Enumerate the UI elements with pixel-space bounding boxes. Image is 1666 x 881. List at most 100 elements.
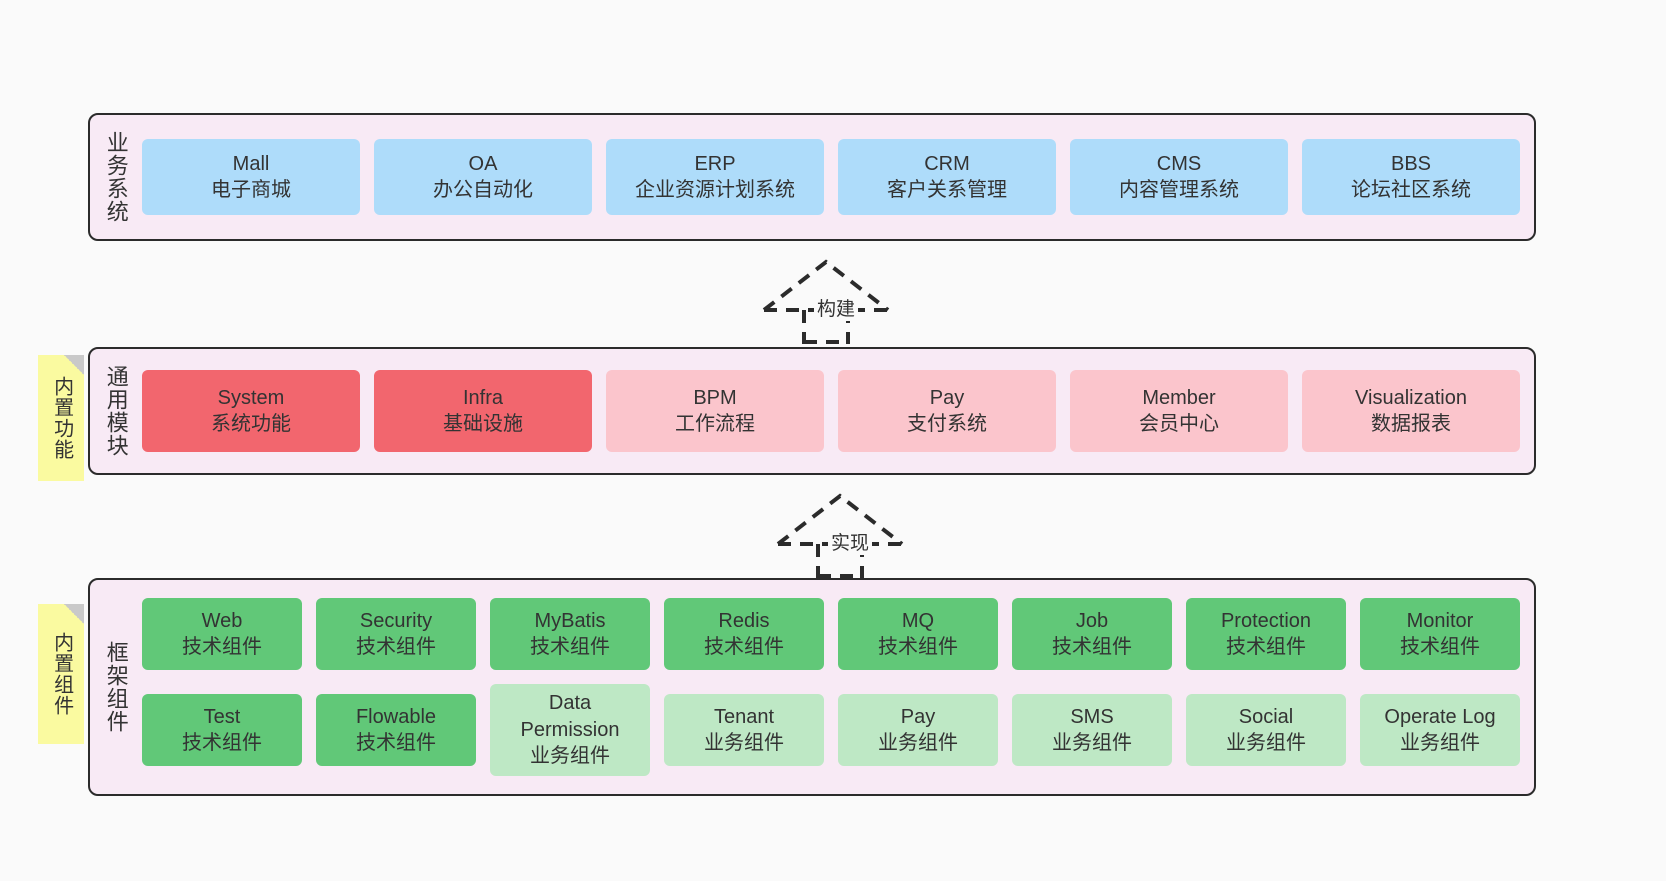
card-mybatis[interactable]: MyBatis 技术组件 xyxy=(490,598,650,670)
connector-implement: 实现 xyxy=(770,492,930,578)
card-crm[interactable]: CRM 客户关系管理 xyxy=(838,139,1056,215)
card-title: Job xyxy=(1075,609,1109,632)
card-bbs[interactable]: BBS 论坛社区系统 xyxy=(1302,139,1520,215)
card-title: CMS xyxy=(1156,152,1202,175)
card-subtitle: 业务组件 xyxy=(1052,732,1132,754)
layer-body-business: Mall 电子商城 OA 办公自动化 ERP 企业资源计划系统 CRM 客户关系… xyxy=(142,115,1534,239)
card-bpm[interactable]: BPM 工作流程 xyxy=(606,370,824,452)
note-builtin-function: 内置功能 xyxy=(38,355,84,481)
card-title: Social xyxy=(1238,705,1294,728)
card-tenant[interactable]: Tenant 业务组件 xyxy=(664,694,824,766)
card-title: Redis xyxy=(718,609,770,632)
card-social[interactable]: Social 业务组件 xyxy=(1186,694,1346,766)
card-subtitle: 技术组件 xyxy=(1226,636,1306,658)
card-data-permission[interactable]: Data Permission 业务组件 xyxy=(490,684,650,776)
card-test[interactable]: Test 技术组件 xyxy=(142,694,302,766)
card-title: SMS xyxy=(1070,705,1114,728)
card-title: Member xyxy=(1142,386,1216,409)
note-fold-corner-icon xyxy=(64,355,84,375)
card-protection[interactable]: Protection 技术组件 xyxy=(1186,598,1346,670)
card-member[interactable]: Member 会员中心 xyxy=(1070,370,1288,452)
card-subtitle: 技术组件 xyxy=(1400,636,1480,658)
card-title: OA xyxy=(468,152,498,175)
layer-body-framework: Web 技术组件 Security 技术组件 MyBatis 技术组件 Redi… xyxy=(142,580,1534,794)
framework-card-grid: Web 技术组件 Security 技术组件 MyBatis 技术组件 Redi… xyxy=(142,598,1520,776)
card-subtitle: 企业资源计划系统 xyxy=(635,179,795,201)
card-cms[interactable]: CMS 内容管理系统 xyxy=(1070,139,1288,215)
card-title: Test xyxy=(203,705,241,728)
card-title: BBS xyxy=(1390,152,1432,175)
card-sms[interactable]: SMS 业务组件 xyxy=(1012,694,1172,766)
layer-label-business: 业务系统 xyxy=(103,131,129,223)
card-subtitle: 业务组件 xyxy=(878,732,958,754)
card-oa[interactable]: OA 办公自动化 xyxy=(374,139,592,215)
card-pay-component[interactable]: Pay 业务组件 xyxy=(838,694,998,766)
card-title: Protection xyxy=(1220,609,1312,632)
connector-implement-label: 实现 xyxy=(828,528,873,555)
card-title: Flowable xyxy=(355,705,437,728)
card-subtitle: 论坛社区系统 xyxy=(1351,179,1471,201)
card-subtitle: 业务组件 xyxy=(704,732,784,754)
framework-card-row-1: Web 技术组件 Security 技术组件 MyBatis 技术组件 Redi… xyxy=(142,598,1520,670)
card-title: Security xyxy=(359,609,433,632)
note-builtin-component: 内置组件 xyxy=(38,604,84,744)
card-subtitle: 支付系统 xyxy=(907,413,987,435)
card-erp[interactable]: ERP 企业资源计划系统 xyxy=(606,139,824,215)
note-builtin-function-label: 内置功能 xyxy=(50,376,73,460)
card-subtitle: 技术组件 xyxy=(356,732,436,754)
card-job[interactable]: Job 技术组件 xyxy=(1012,598,1172,670)
card-monitor[interactable]: Monitor 技术组件 xyxy=(1360,598,1520,670)
card-title: Monitor xyxy=(1406,609,1474,632)
card-title: MyBatis xyxy=(534,609,606,632)
card-security[interactable]: Security 技术组件 xyxy=(316,598,476,670)
layer-body-modules: System 系统功能 Infra 基础设施 BPM 工作流程 Pay 支付系统… xyxy=(142,349,1534,473)
card-subtitle: 会员中心 xyxy=(1139,413,1219,435)
card-flowable[interactable]: Flowable 技术组件 xyxy=(316,694,476,766)
note-fold-corner-icon xyxy=(64,604,84,624)
card-title: Mall xyxy=(232,152,270,175)
card-web[interactable]: Web 技术组件 xyxy=(142,598,302,670)
card-subtitle: 内容管理系统 xyxy=(1119,179,1239,201)
modules-card-row: System 系统功能 Infra 基础设施 BPM 工作流程 Pay 支付系统… xyxy=(142,370,1520,452)
card-subtitle: 业务组件 xyxy=(1400,732,1480,754)
layer-label-framework: 框架组件 xyxy=(103,641,129,733)
card-subtitle: 基础设施 xyxy=(443,413,523,435)
layer-business-systems: 业务系统 Mall 电子商城 OA 办公自动化 ERP 企业资源计划系统 CRM xyxy=(88,113,1536,241)
card-operate-log[interactable]: Operate Log 业务组件 xyxy=(1360,694,1520,766)
card-title: Tenant xyxy=(713,705,775,728)
card-mq[interactable]: MQ 技术组件 xyxy=(838,598,998,670)
card-subtitle: 业务组件 xyxy=(530,745,610,768)
card-title: Pay xyxy=(900,705,936,728)
layer-framework-components: 框架组件 Web 技术组件 Security 技术组件 MyBatis 技术组件 xyxy=(88,578,1536,796)
card-subtitle: 技术组件 xyxy=(530,636,610,658)
framework-card-row-2: Test 技术组件 Flowable 技术组件 Data Permission … xyxy=(142,684,1520,776)
business-card-row: Mall 电子商城 OA 办公自动化 ERP 企业资源计划系统 CRM 客户关系… xyxy=(142,139,1520,215)
card-subtitle: 工作流程 xyxy=(675,413,755,435)
card-redis[interactable]: Redis 技术组件 xyxy=(664,598,824,670)
card-infra[interactable]: Infra 基础设施 xyxy=(374,370,592,452)
card-title: System xyxy=(217,386,285,409)
card-subtitle: 客户关系管理 xyxy=(887,179,1007,201)
card-system[interactable]: System 系统功能 xyxy=(142,370,360,452)
card-subtitle: 技术组件 xyxy=(878,636,958,658)
card-title: CRM xyxy=(924,152,970,175)
card-subtitle: 技术组件 xyxy=(704,636,784,658)
card-pay-module[interactable]: Pay 支付系统 xyxy=(838,370,1056,452)
card-mall[interactable]: Mall 电子商城 xyxy=(142,139,360,215)
card-title: BPM xyxy=(693,386,737,409)
card-subtitle: 系统功能 xyxy=(211,413,291,435)
card-title: Data Permission xyxy=(520,692,620,741)
card-subtitle: 数据报表 xyxy=(1371,413,1451,435)
card-title: MQ xyxy=(901,609,935,632)
card-title: ERP xyxy=(694,152,736,175)
layer-common-modules: 通用模块 System 系统功能 Infra 基础设施 BPM 工作流程 Pay xyxy=(88,347,1536,475)
card-visualization[interactable]: Visualization 数据报表 xyxy=(1302,370,1520,452)
card-subtitle: 办公自动化 xyxy=(433,179,533,201)
card-title: Web xyxy=(201,609,243,632)
connector-build-label: 构建 xyxy=(814,294,859,321)
card-subtitle: 技术组件 xyxy=(182,732,262,754)
card-subtitle: 电子商城 xyxy=(211,179,291,201)
layer-label-modules: 通用模块 xyxy=(103,365,129,457)
note-builtin-component-label: 内置组件 xyxy=(50,632,73,716)
